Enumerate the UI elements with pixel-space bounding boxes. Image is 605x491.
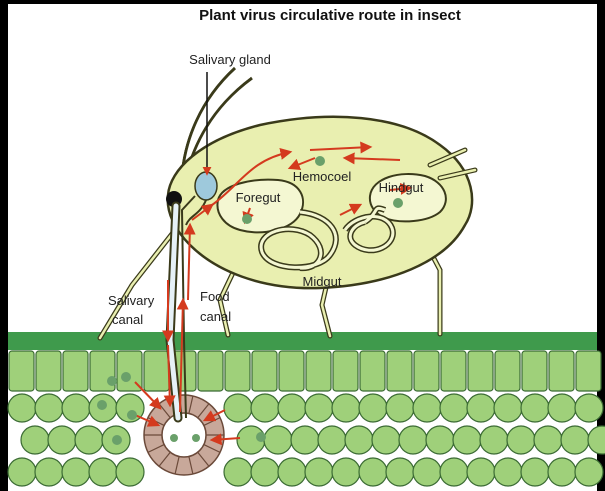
foregut	[217, 180, 303, 233]
spongy-cell	[399, 426, 427, 454]
palisade-cell	[63, 351, 88, 391]
palisade-cell	[441, 351, 466, 391]
palisade-cell	[495, 351, 520, 391]
spongy-cell	[426, 426, 454, 454]
spongy-cell	[21, 426, 49, 454]
spongy-cell	[521, 394, 549, 422]
spongy-cell	[251, 394, 279, 422]
spongy-cell	[494, 458, 522, 486]
label-salivary-canal-line2: canal	[112, 312, 143, 327]
leaf-epidermis	[8, 332, 597, 350]
spongy-layer	[8, 394, 605, 486]
label-hindgut: Hindgut	[379, 180, 424, 195]
spongy-cell	[359, 458, 387, 486]
spongy-cell	[116, 458, 144, 486]
label-salivary-gland: Salivary gland	[189, 52, 271, 67]
palisade-cell	[387, 351, 412, 391]
spongy-cell	[35, 458, 63, 486]
palisade-cell	[279, 351, 304, 391]
spongy-cell	[359, 394, 387, 422]
spongy-cell	[386, 394, 414, 422]
spongy-cell	[224, 458, 252, 486]
spongy-cell	[521, 458, 549, 486]
palisade-cell	[225, 351, 250, 391]
spongy-cell	[62, 394, 90, 422]
frame-left	[0, 0, 8, 491]
label-food-canal-line2: canal	[200, 309, 231, 324]
salivary-gland	[195, 172, 217, 200]
palisade-cell	[306, 351, 331, 391]
diagram-title: Plant virus circulative route in insect	[199, 7, 461, 24]
spongy-cell	[251, 458, 279, 486]
phloem-ring	[144, 395, 224, 475]
spongy-cell	[8, 458, 36, 486]
spongy-cell	[453, 426, 481, 454]
spongy-cell	[507, 426, 535, 454]
spongy-cell	[48, 426, 76, 454]
spongy-cell	[8, 394, 36, 422]
spongy-cell	[35, 394, 63, 422]
palisade-cell	[252, 351, 277, 391]
spongy-cell	[332, 458, 360, 486]
palisade-cell	[9, 351, 34, 391]
spongy-cell	[305, 394, 333, 422]
spongy-cell	[480, 426, 508, 454]
spongy-cell	[305, 458, 333, 486]
spongy-cell	[548, 458, 576, 486]
spongy-cell	[89, 458, 117, 486]
label-food-canal-line1: Food	[200, 289, 230, 304]
spongy-cell	[332, 394, 360, 422]
palisade-cell	[522, 351, 547, 391]
spongy-cell	[467, 458, 495, 486]
palisade-cell	[36, 351, 61, 391]
spongy-cell	[75, 426, 103, 454]
spongy-cell	[575, 394, 603, 422]
label-hemocoel: Hemocoel	[293, 169, 352, 184]
spongy-cell	[62, 458, 90, 486]
spongy-cell	[372, 426, 400, 454]
palisade-cell	[468, 351, 493, 391]
spongy-cell	[278, 458, 306, 486]
palisade-cell	[333, 351, 358, 391]
spongy-cell	[264, 426, 292, 454]
label-foregut: Foregut	[236, 190, 281, 205]
spongy-cell	[318, 426, 346, 454]
palisade-cell	[198, 351, 223, 391]
spongy-cell	[494, 394, 522, 422]
spongy-cell	[291, 426, 319, 454]
spongy-cell	[575, 458, 603, 486]
spongy-cell	[534, 426, 562, 454]
spongy-cell	[413, 458, 441, 486]
label-midgut: Midgut	[302, 274, 341, 289]
spongy-cell	[413, 394, 441, 422]
frame-top	[0, 0, 605, 4]
spongy-cell	[467, 394, 495, 422]
spongy-cell	[440, 458, 468, 486]
spongy-cell	[561, 426, 589, 454]
spongy-cell	[386, 458, 414, 486]
spongy-cell	[548, 394, 576, 422]
palisade-cell	[549, 351, 574, 391]
palisade-cell	[414, 351, 439, 391]
spongy-cell	[345, 426, 373, 454]
palisade-cell	[360, 351, 385, 391]
palisade-cell	[576, 351, 601, 391]
spongy-cell	[440, 394, 468, 422]
palisade-cell	[144, 351, 169, 391]
spongy-cell	[224, 394, 252, 422]
spongy-cell	[278, 394, 306, 422]
label-salivary-canal-line1: Salivary	[108, 293, 155, 308]
